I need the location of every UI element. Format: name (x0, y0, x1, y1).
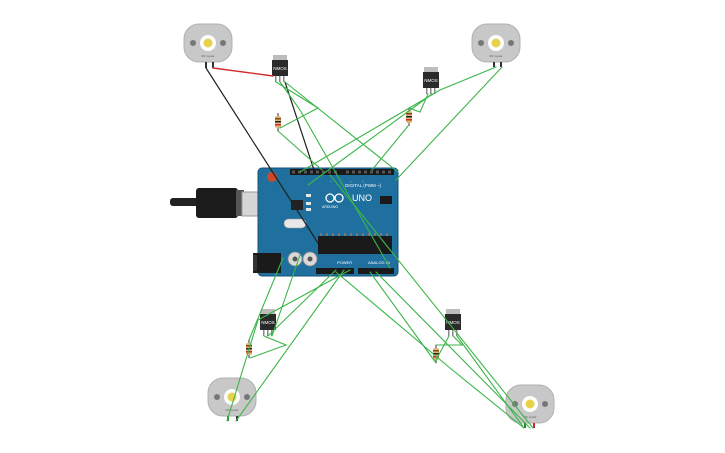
model-label: UNO (352, 193, 372, 203)
atmega-chip (318, 236, 392, 254)
signal-wire (248, 257, 284, 341)
power-label: POWER (337, 260, 352, 265)
digital-header[interactable] (290, 169, 394, 175)
analog-header[interactable] (358, 268, 394, 274)
signal-wire (307, 93, 433, 186)
signal-wire (249, 335, 288, 359)
dc-motor-top-right[interactable]: DC motor (471, 23, 521, 67)
arduino-uno-board[interactable]: ~ ~ ~ DIGITAL (PWM ~) UNO ARDUINO (170, 167, 399, 277)
signal-wire (279, 81, 391, 269)
transistor-label: NMOS (261, 320, 275, 325)
signal-wire (299, 66, 497, 173)
motor-label: DC motor (226, 408, 239, 412)
signal-wire (271, 254, 301, 337)
nmos-transistor-bottom-right[interactable]: NMOS (445, 309, 461, 336)
signal-wire (456, 335, 525, 429)
nmos-transistor-top-left[interactable]: NMOS (272, 55, 288, 82)
power-jack[interactable] (253, 253, 281, 273)
signal-wire (371, 125, 409, 171)
signal-wire (395, 66, 503, 181)
arduino-logo (325, 193, 344, 203)
signal-wire (335, 271, 525, 429)
motor-label: DC motor (524, 415, 537, 419)
power-wire (212, 67, 274, 77)
dc-motor-top-left[interactable]: DC motor (183, 23, 233, 68)
crystal-oscillator (283, 218, 307, 229)
nmos-transistor-top-right[interactable]: NMOS (423, 67, 439, 94)
icsp-header (380, 196, 392, 204)
transistor-label: NMOS (446, 320, 460, 325)
dc-motor-bottom-left[interactable]: DC motor (207, 377, 257, 421)
svg-text:~: ~ (330, 179, 332, 183)
motor-label: DC motor (202, 54, 215, 58)
resistor-top-right[interactable] (406, 108, 412, 126)
signal-wire (284, 81, 399, 173)
signal-wire (435, 335, 450, 361)
analog-label: ANALOG IN (368, 260, 390, 265)
signal-wire (329, 174, 534, 429)
signal-wire (369, 271, 437, 364)
dc-motor-bottom-right[interactable]: DC motor (505, 384, 555, 428)
signal-wire (235, 269, 345, 422)
signal-wire (267, 269, 337, 337)
transistor-label: NMOS (424, 78, 438, 83)
brand-label: ARDUINO (322, 205, 338, 209)
transistor-label: NMOS (273, 66, 287, 71)
usb-chip (291, 200, 303, 210)
signal-wire (375, 271, 531, 429)
svg-text:~: ~ (362, 179, 364, 183)
motor-label: DC motor (490, 54, 503, 58)
digital-label: DIGITAL (PWM ~) (345, 183, 382, 188)
signal-wire (435, 335, 464, 346)
signal-wire (408, 93, 429, 113)
wires[interactable] (205, 66, 534, 429)
ground-wire (205, 67, 319, 244)
svg-text:~: ~ (350, 179, 352, 183)
resistor-top-left[interactable] (275, 113, 281, 131)
